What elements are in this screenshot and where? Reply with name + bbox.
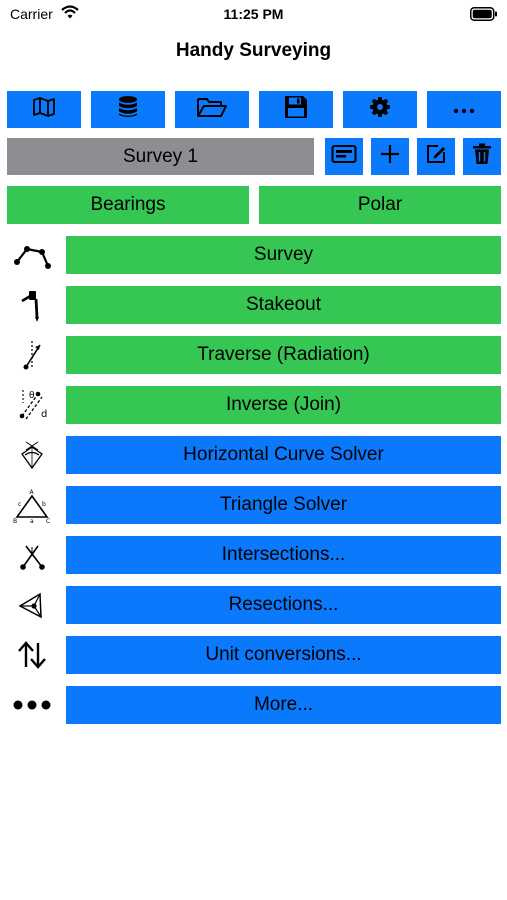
trash-icon [472,143,492,170]
traverse-button[interactable]: Traverse (Radiation) [66,336,501,374]
intersection-icon [8,536,56,574]
bearings-label: Bearings [90,194,166,215]
triangle-icon: A c b B a C [8,486,56,524]
settings-button[interactable] [343,91,417,128]
survey-label: Survey [253,244,314,265]
save-button[interactable] [259,91,333,128]
unit-conversions-button[interactable]: Unit conversions... [66,636,501,674]
inverse-icon: θ d [8,386,56,424]
card-icon [331,144,357,169]
database-button[interactable] [91,91,165,128]
stakeout-label: Stakeout [246,294,321,315]
svg-text:d: d [41,409,47,420]
folder-icon [196,95,228,124]
curve-icon [8,436,56,474]
wifi-icon [61,5,79,24]
polar-label: Polar [357,194,403,215]
svg-text:b: b [42,501,46,508]
battery-icon [470,7,498,26]
survey-name-label: Survey 1 [123,145,198,167]
horizontal-curve-solver-label: Horizontal Curve Solver [183,444,384,465]
clock: 11:25 PM [223,6,284,22]
svg-text:a: a [30,518,34,523]
horizontal-curve-solver-button[interactable]: Horizontal Curve Solver [66,436,501,474]
delete-survey-button[interactable] [463,138,501,175]
traverse-icon [8,336,56,374]
edit-survey-button[interactable] [417,138,455,175]
save-icon [283,94,309,125]
survey-button[interactable]: Survey [66,236,501,274]
survey-info-button[interactable] [325,138,363,175]
unit-conversions-label: Unit conversions... [205,644,362,665]
carrier-label: Carrier [10,6,53,22]
up-down-arrows-icon [8,636,56,674]
map-icon [32,96,56,123]
inverse-button[interactable]: Inverse (Join) [66,386,501,424]
svg-text:B: B [13,518,17,523]
edit-icon [425,143,447,170]
resection-icon [8,586,56,624]
bearings-button[interactable]: Bearings [7,186,249,224]
polar-button[interactable]: Polar [259,186,501,224]
survey-path-icon [8,236,56,274]
stake-icon [8,286,56,324]
triangle-solver-label: Triangle Solver [219,494,348,515]
survey-name-field[interactable]: Survey 1 [7,138,314,175]
svg-text:A: A [30,489,35,496]
database-icon [117,95,139,124]
stakeout-button[interactable]: Stakeout [66,286,501,324]
gear-icon [369,96,391,123]
plus-icon [380,144,400,169]
triangle-solver-button[interactable]: Triangle Solver [66,486,501,524]
more-label: More... [253,694,314,715]
svg-text:C: C [46,518,50,523]
svg-text:θ: θ [29,391,35,401]
map-button[interactable] [7,91,81,128]
status-bar: Carrier 11:25 PM [0,0,507,28]
traverse-label: Traverse (Radiation) [197,344,370,365]
add-survey-button[interactable] [371,138,409,175]
open-folder-button[interactable] [175,91,249,128]
intersections-button[interactable]: Intersections... [66,536,501,574]
more-button[interactable]: More... [66,686,501,724]
inverse-label: Inverse (Join) [225,394,342,415]
more-icon [453,101,475,119]
intersections-label: Intersections... [221,544,346,565]
page-title: Handy Surveying [175,40,332,61]
svg-text:c: c [18,501,21,508]
resections-label: Resections... [228,594,339,615]
resections-button[interactable]: Resections... [66,586,501,624]
dots-icon [8,686,56,724]
more-options-button[interactable] [427,91,501,128]
